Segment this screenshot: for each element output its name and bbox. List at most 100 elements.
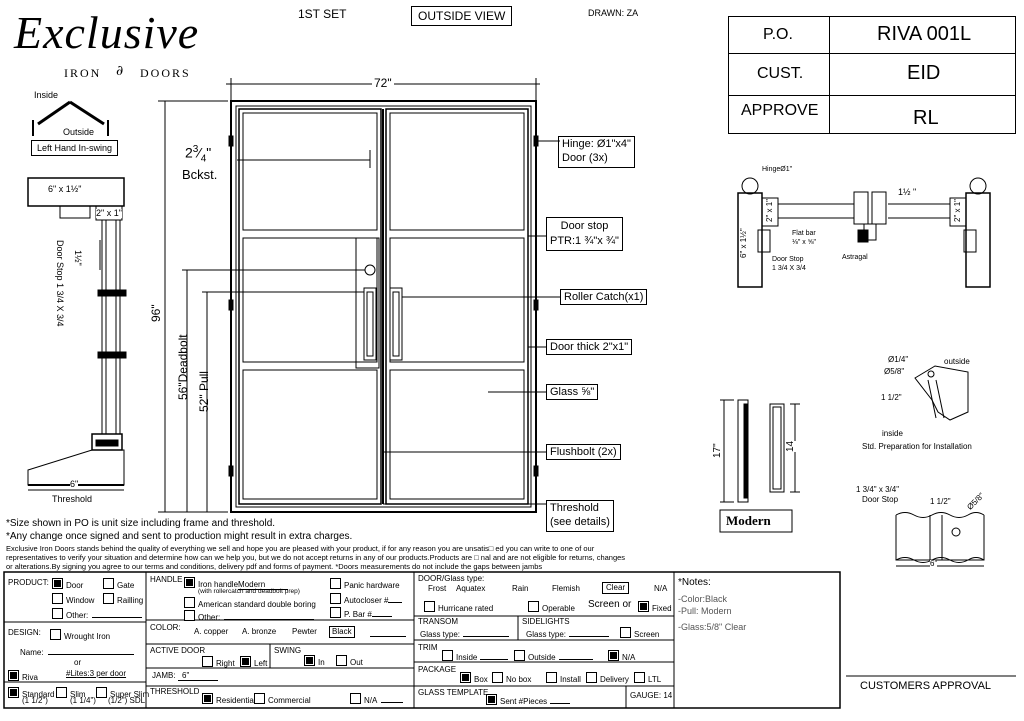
handle-american[interactable]: American standard double boring — [184, 597, 316, 609]
product-gate[interactable]: Gate — [103, 578, 134, 590]
design-riva[interactable]: Riva — [8, 670, 38, 682]
product-window[interactable]: Window — [52, 593, 94, 605]
package-ltl-checkbox[interactable] — [634, 672, 645, 683]
handle-other[interactable]: Other: — [184, 610, 315, 622]
threshold-title: THRESHOLD — [150, 687, 200, 696]
package-delivery[interactable]: Delivery — [586, 672, 629, 684]
glass-operable-checkbox[interactable] — [528, 601, 539, 612]
callout-door-stop-line1: Door stop — [560, 220, 609, 232]
product-railling-checkbox[interactable] — [103, 593, 114, 604]
handle-iron[interactable]: Iron handleModern — [184, 577, 289, 590]
handle-autocloser-checkbox[interactable] — [330, 593, 341, 604]
design-riva-checkbox[interactable] — [8, 670, 19, 681]
handle-panic[interactable]: Panic hardware — [330, 578, 400, 590]
glass-fixed-checkbox[interactable] — [638, 601, 649, 612]
trim-outside[interactable]: Outside — [514, 650, 593, 662]
sidelights-screen[interactable]: Screen — [620, 627, 659, 639]
threshold-na-checkbox[interactable] — [350, 693, 361, 704]
color-copper[interactable]: A. copper — [194, 627, 229, 636]
package-ltl[interactable]: LTL — [634, 672, 661, 684]
handle-pbar[interactable]: P. Bar # — [330, 607, 392, 619]
product-gate-checkbox[interactable] — [103, 578, 114, 589]
handle-other-checkbox[interactable] — [184, 610, 195, 621]
threshold-residential-checkbox[interactable] — [202, 693, 213, 704]
handle-american-label: American standard double boring — [198, 600, 316, 609]
callout-threshold-line1: Threshold — [550, 502, 599, 514]
trim-outside-checkbox[interactable] — [514, 650, 525, 661]
type-slim-checkbox[interactable] — [56, 687, 67, 698]
active-left[interactable]: Left — [240, 656, 267, 668]
product-window-checkbox[interactable] — [52, 593, 63, 604]
jamb-label: JAMB: — [152, 671, 176, 680]
glass-template-sent-checkbox[interactable] — [486, 694, 497, 705]
package-nobox[interactable]: No box — [492, 672, 531, 684]
color-black[interactable]: Black — [329, 626, 355, 638]
threshold-commercial[interactable]: Commercial — [254, 693, 311, 705]
handle-iron-value: Modern — [238, 581, 289, 590]
active-right-checkbox[interactable] — [202, 656, 213, 667]
package-box[interactable]: Box — [460, 672, 488, 684]
package-delivery-checkbox[interactable] — [586, 672, 597, 683]
package-ltl-label: LTL — [648, 675, 662, 684]
product-door[interactable]: Door — [52, 578, 83, 590]
handle-iron-checkbox[interactable] — [184, 577, 195, 588]
prep-d1: Ø1/4" — [888, 355, 909, 364]
type-standard[interactable]: Standard — [8, 687, 54, 700]
drawn-label: DRAWN: ZA — [588, 8, 639, 18]
glass-operable[interactable]: Operable — [528, 601, 575, 613]
threshold-residential[interactable]: Residential — [202, 693, 256, 705]
handle-panic-checkbox[interactable] — [330, 578, 341, 589]
package-install[interactable]: Install — [546, 672, 581, 684]
swing-in[interactable]: In — [304, 655, 325, 667]
glass-hurricane-checkbox[interactable] — [424, 601, 435, 612]
glass-fixed[interactable]: Fixed — [638, 601, 672, 613]
type-slim[interactable]: Slim — [56, 687, 86, 699]
glass-hurricane[interactable]: Hurricane rated — [424, 601, 493, 613]
active-right[interactable]: Right — [202, 656, 235, 668]
color-title: COLOR: — [150, 623, 181, 632]
sidelights-screen-checkbox[interactable] — [620, 627, 631, 638]
product-window-label: Window — [66, 596, 95, 605]
glass-frost[interactable]: Frost — [428, 584, 447, 593]
color-pewter[interactable]: Pewter — [292, 627, 317, 636]
section-detail — [27, 177, 127, 491]
threshold-commercial-checkbox[interactable] — [254, 693, 265, 704]
product-railling[interactable]: Railling — [103, 593, 143, 605]
trim-inside-checkbox[interactable] — [442, 650, 453, 661]
swing-in-checkbox[interactable] — [304, 655, 315, 666]
type-standard-checkbox[interactable] — [8, 687, 19, 698]
handle-autocloser[interactable]: Autocloser # — [330, 593, 403, 605]
trim-na-checkbox[interactable] — [608, 650, 619, 661]
product-door-checkbox[interactable] — [52, 578, 63, 589]
trim-na[interactable]: N/A — [608, 650, 635, 662]
glass-rain[interactable]: Rain — [512, 584, 529, 593]
swing-diagram — [32, 100, 109, 136]
product-other[interactable]: Other: — [52, 608, 143, 620]
type-superslim[interactable]: Super Slim — [96, 687, 149, 699]
disclaimer-3: or alterations.By signing you agree to o… — [6, 562, 543, 571]
glass-clear[interactable]: Clear — [602, 582, 630, 594]
trim-inside[interactable]: Inside — [442, 650, 509, 662]
glass-flemish[interactable]: Flemish — [552, 584, 581, 593]
package-install-checkbox[interactable] — [546, 672, 557, 683]
glass-template-sent[interactable]: Sent #Pieces — [486, 694, 571, 706]
glass-hurricane-label: Hurricane rated — [438, 604, 494, 613]
package-nobox-checkbox[interactable] — [492, 672, 503, 683]
sidelights-glass-label: Glass type: — [526, 630, 567, 639]
swing-out-checkbox[interactable] — [336, 655, 347, 666]
design-wrought[interactable]: Wrought Iron — [50, 629, 110, 641]
package-box-checkbox[interactable] — [460, 672, 471, 683]
glass-aquatex[interactable]: Aquatex — [456, 584, 486, 593]
threshold-na[interactable]: N/A — [350, 693, 404, 705]
product-other-checkbox[interactable] — [52, 608, 63, 619]
plan-flatbar: Flat bar — [792, 230, 816, 237]
design-wrought-checkbox[interactable] — [50, 629, 61, 640]
handle-pbar-checkbox[interactable] — [330, 607, 341, 618]
handle-american-checkbox[interactable] — [184, 597, 195, 608]
type-standard-size: (1 1/2") — [22, 696, 48, 705]
glass-na[interactable]: N/A — [654, 584, 668, 593]
active-left-checkbox[interactable] — [240, 656, 251, 667]
swing-out[interactable]: Out — [336, 655, 363, 667]
type-superslim-checkbox[interactable] — [96, 687, 107, 698]
color-bronze[interactable]: A. bronze — [242, 627, 277, 636]
